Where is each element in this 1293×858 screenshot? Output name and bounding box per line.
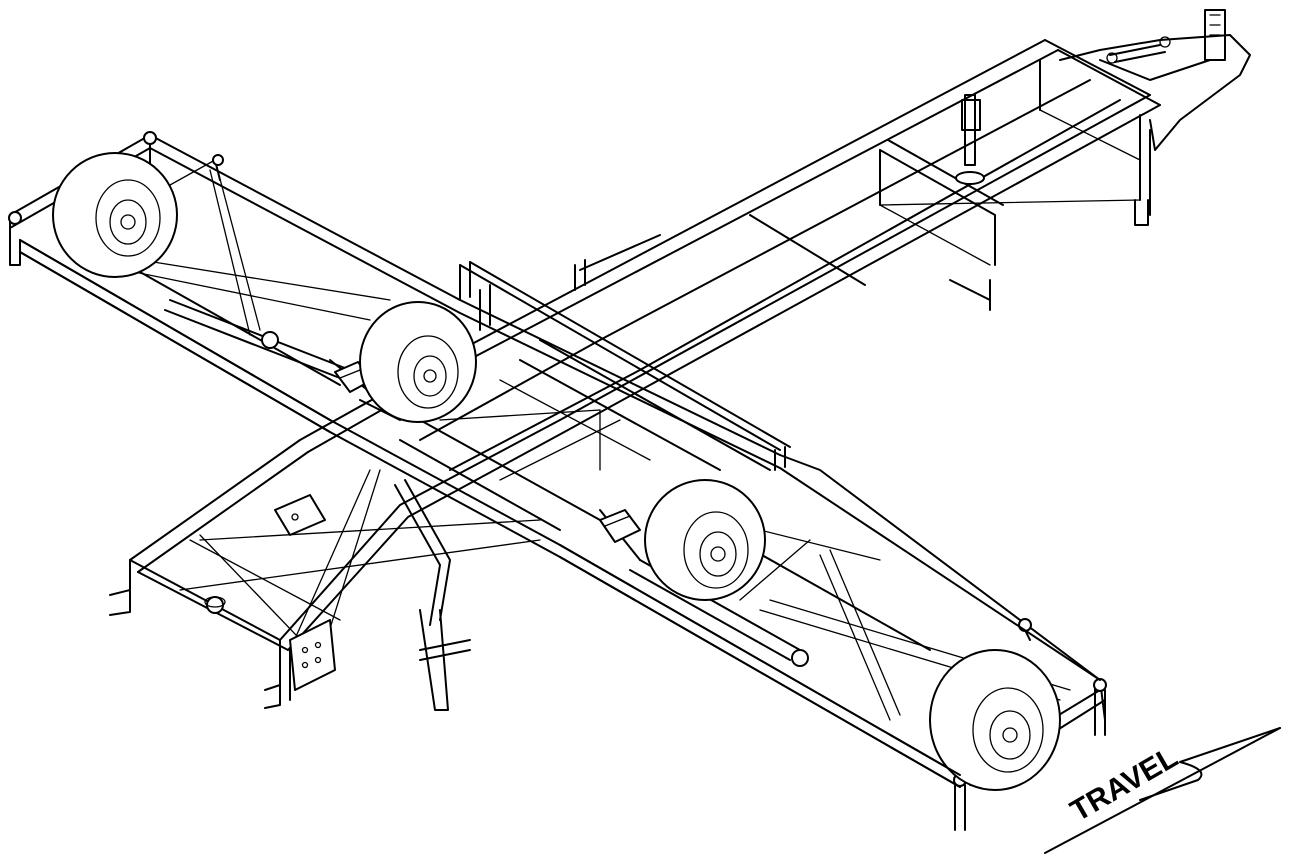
jack-stand [955, 94, 985, 185]
wheel-rear-left-outer [52, 152, 178, 278]
front-rails-overlay [19, 239, 1101, 788]
travel-label: TRAVEL [1065, 741, 1184, 828]
travel-arrow: TRAVEL [1044, 727, 1281, 854]
hitch-tongue [1059, 9, 1251, 226]
center-section [359, 234, 991, 531]
main-frame [129, 39, 1161, 701]
wheel-right-inner [644, 479, 766, 601]
drawbar-arms [394, 479, 471, 711]
wheel-right-outer [929, 649, 1061, 791]
rear-brackets [109, 494, 336, 709]
wheel-left-inner [359, 301, 477, 423]
